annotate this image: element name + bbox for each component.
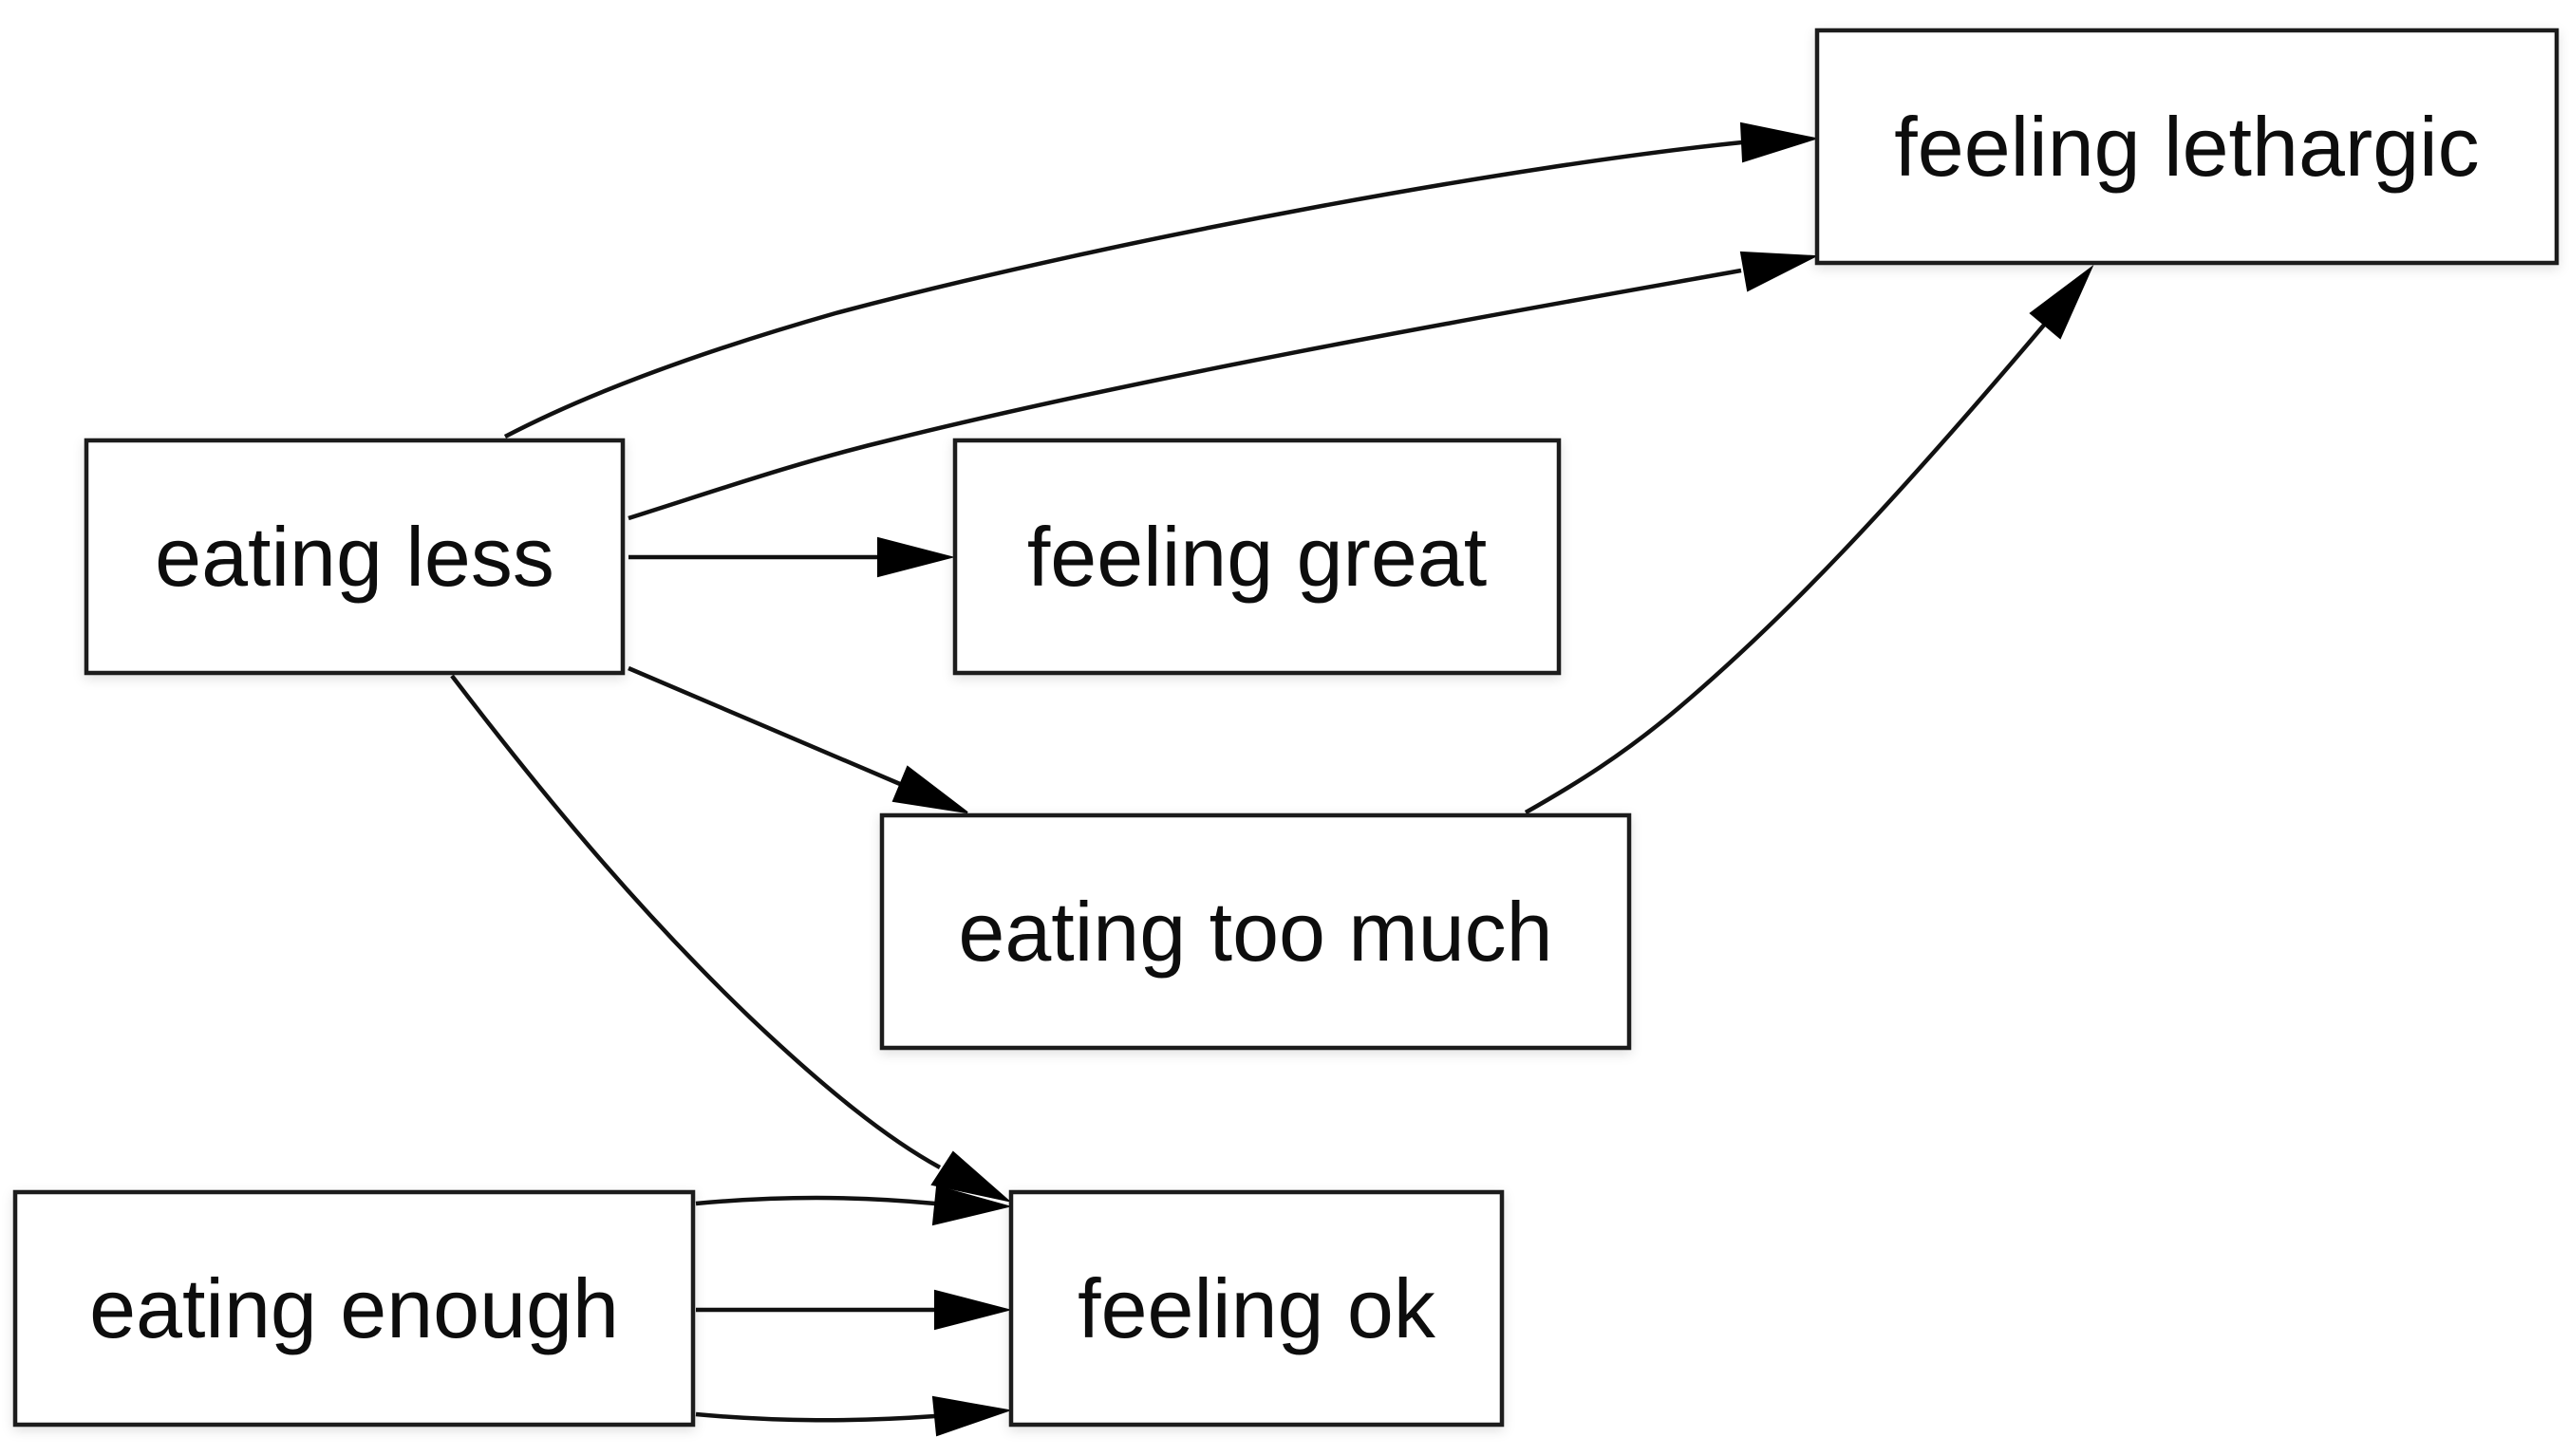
node-feeling-lethargic: feeling lethargic bbox=[1814, 28, 2560, 266]
node-label: eating enough bbox=[89, 1261, 619, 1355]
arrowhead-icon bbox=[931, 1395, 1012, 1437]
node-eating-enough: eating enough bbox=[12, 1189, 696, 1428]
arrowhead-icon bbox=[1739, 121, 1819, 163]
node-label: feeling lethargic bbox=[1894, 100, 2479, 194]
edge-eating-less-to-eating-too-much bbox=[628, 665, 901, 787]
arrowhead-icon bbox=[877, 536, 955, 578]
node-label: eating too much bbox=[958, 885, 1552, 979]
arrowhead-icon bbox=[891, 765, 968, 813]
arrowhead-icon bbox=[1739, 251, 1819, 292]
node-feeling-great: feeling great bbox=[952, 438, 1562, 676]
node-label: eating less bbox=[155, 510, 554, 604]
node-eating-too-much: eating too much bbox=[879, 812, 1632, 1051]
node-eating-less: eating less bbox=[84, 438, 626, 676]
edge-eating-enough-to-feeling-ok-bottom bbox=[695, 1411, 936, 1423]
arrowhead-icon bbox=[934, 1289, 1012, 1331]
edges bbox=[450, 121, 2094, 1437]
arrowhead-icon bbox=[931, 1185, 1012, 1226]
edge-eating-less-to-feeling-ok bbox=[450, 674, 942, 1169]
node-label: feeling great bbox=[1027, 510, 1487, 604]
nodes: feeling lethargic eating less feeling gr… bbox=[12, 28, 2560, 1428]
edge-eating-less-to-feeling-lethargic-upper bbox=[503, 140, 1743, 439]
edge-eating-enough-to-feeling-ok-top bbox=[695, 1195, 936, 1206]
arrowhead-icon bbox=[930, 1150, 1012, 1203]
edge-eating-too-much-to-feeling-lethargic bbox=[1524, 321, 2048, 814]
arrowhead-icon bbox=[2029, 264, 2094, 340]
node-feeling-ok: feeling ok bbox=[1008, 1189, 1505, 1428]
node-label: feeling ok bbox=[1078, 1261, 1436, 1355]
edge-eating-less-to-feeling-lethargic-lower bbox=[628, 268, 1742, 521]
